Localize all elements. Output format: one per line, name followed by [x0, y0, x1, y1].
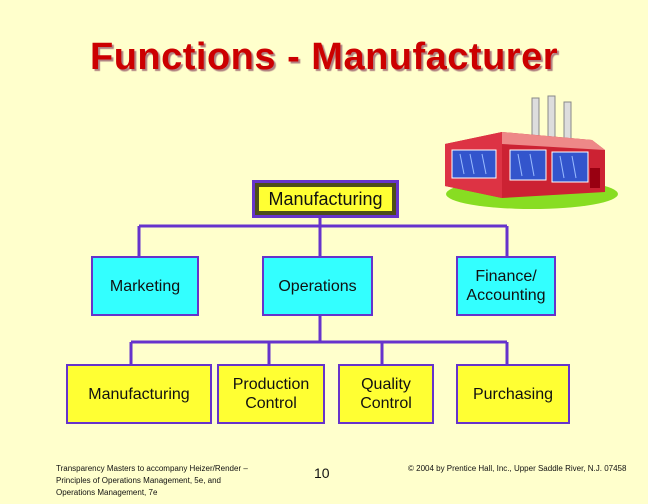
org-node-manufacturing: Manufacturing — [66, 364, 212, 424]
footer-source: Transparency Masters to accompany Heizer… — [56, 464, 248, 497]
page-title: Functions - Manufacturer — [89, 36, 559, 78]
org-node-finance-accounting: Finance/ Accounting — [456, 256, 556, 316]
org-node-marketing: Marketing — [91, 256, 199, 316]
footer-copyright: © 2004 by Prentice Hall, Inc., Upper Sad… — [408, 464, 627, 473]
page-number: 10 — [314, 465, 330, 481]
org-node-production-control: Production Control — [217, 364, 325, 424]
org-node-root: Manufacturing — [252, 180, 399, 218]
factory-icon — [445, 95, 618, 209]
org-node-quality-control: Quality Control — [338, 364, 434, 424]
org-node-operations: Operations — [262, 256, 373, 316]
org-node-purchasing: Purchasing — [456, 364, 570, 424]
